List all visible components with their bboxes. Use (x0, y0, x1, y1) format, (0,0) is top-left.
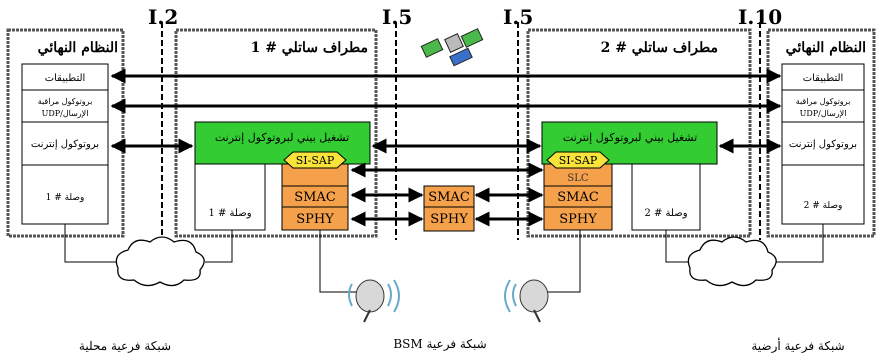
terminal-right-sphy-label: SPHY (559, 212, 597, 227)
right-ip-label: بروتوكول إنترنت (789, 139, 857, 150)
terminal-right-title: مطراف ساتلي # 2 (601, 40, 718, 56)
terminal-left-sphy-label: SPHY (296, 212, 334, 227)
cloud-right (687, 236, 777, 287)
terminal-left-smac-label: SMAC (294, 190, 336, 205)
cloud-left (115, 236, 205, 287)
terminal-left-sap-badge (283, 151, 347, 169)
terrestrial-subnet-label: شبكة فرعية أرضية (751, 338, 844, 353)
terminal-right-sap-badge (546, 151, 610, 169)
end-system-left: النظام النهائي التطبيقات بروتوكول مراقبة… (6, 28, 125, 238)
terminal-left-interworking-label: تشغيل بيني لبروتوكول إنترنت (215, 131, 349, 144)
satellite-smac-label: SMAC (428, 190, 470, 205)
local-subnet-label: شبكة فرعية محلية (79, 339, 171, 353)
terminal-right-link-label: وصلة # 2 (644, 208, 687, 219)
satellite-sphy-label: SPHY (430, 212, 468, 227)
right-applications-label: التطبيقات (803, 73, 844, 84)
terminal-left-link-label: وصلة # 1 (208, 208, 251, 219)
end-system-right: النظام النهائي التطبيقات بروتوكول مراقبة… (766, 28, 876, 238)
terminal-left-title: مطراف ساتلي # 1 (251, 40, 368, 56)
left-ip-label: بروتوكول إنترنت (31, 139, 99, 150)
left-transport-label-2: الإرسال/UDP (42, 109, 89, 118)
satellite-terminal-left: مطراف ساتلي # 1 تشغيل بيني لبروتوكول إنت… (174, 28, 378, 238)
satellite-stack: SMAC SPHY (423, 185, 475, 232)
interface-label-i5-right: I.5 (503, 5, 533, 29)
end-system-right-title: النظام النهائي (786, 40, 866, 56)
right-transport-label-2: الإرسال/UDP (800, 109, 847, 118)
interface-label-i2: I.2 (148, 5, 178, 29)
bsm-subnet-label: شبكة فرعية BSM (393, 337, 486, 351)
interface-label-i5-left: I.5 (382, 5, 412, 29)
right-transport-label-1: بروتوكول مراقبة (796, 97, 851, 106)
terminal-right-interworking-label: تشغيل بيني لبروتوكول إنترنت (563, 131, 697, 144)
left-link-label: وصلة # 1 (46, 193, 85, 203)
terminal-right-sap-label: SI-SAP (559, 154, 598, 167)
protocol-arrows (110, 68, 782, 227)
left-transport-label-1: بروتوكول مراقبة (38, 97, 93, 106)
left-applications-label: التطبيقات (45, 73, 86, 84)
terminal-left-sap-label: SI-SAP (296, 154, 335, 167)
terminal-right-smac-label: SMAC (557, 190, 599, 205)
satellite-terminal-right: مطراف ساتلي # 2 تشغيل بيني لبروتوكول إنت… (526, 28, 752, 238)
terminal-right-slc-label: SLC (567, 173, 588, 184)
antenna-icon-left (348, 279, 400, 323)
right-link-label: وصلة # 2 (804, 201, 843, 211)
interface-label-i10: I.10 (738, 5, 782, 29)
end-system-left-title: النظام النهائي (38, 40, 118, 56)
antenna-icon-right (504, 279, 549, 323)
interface-lines (161, 22, 761, 240)
satellite-icon (420, 28, 484, 67)
